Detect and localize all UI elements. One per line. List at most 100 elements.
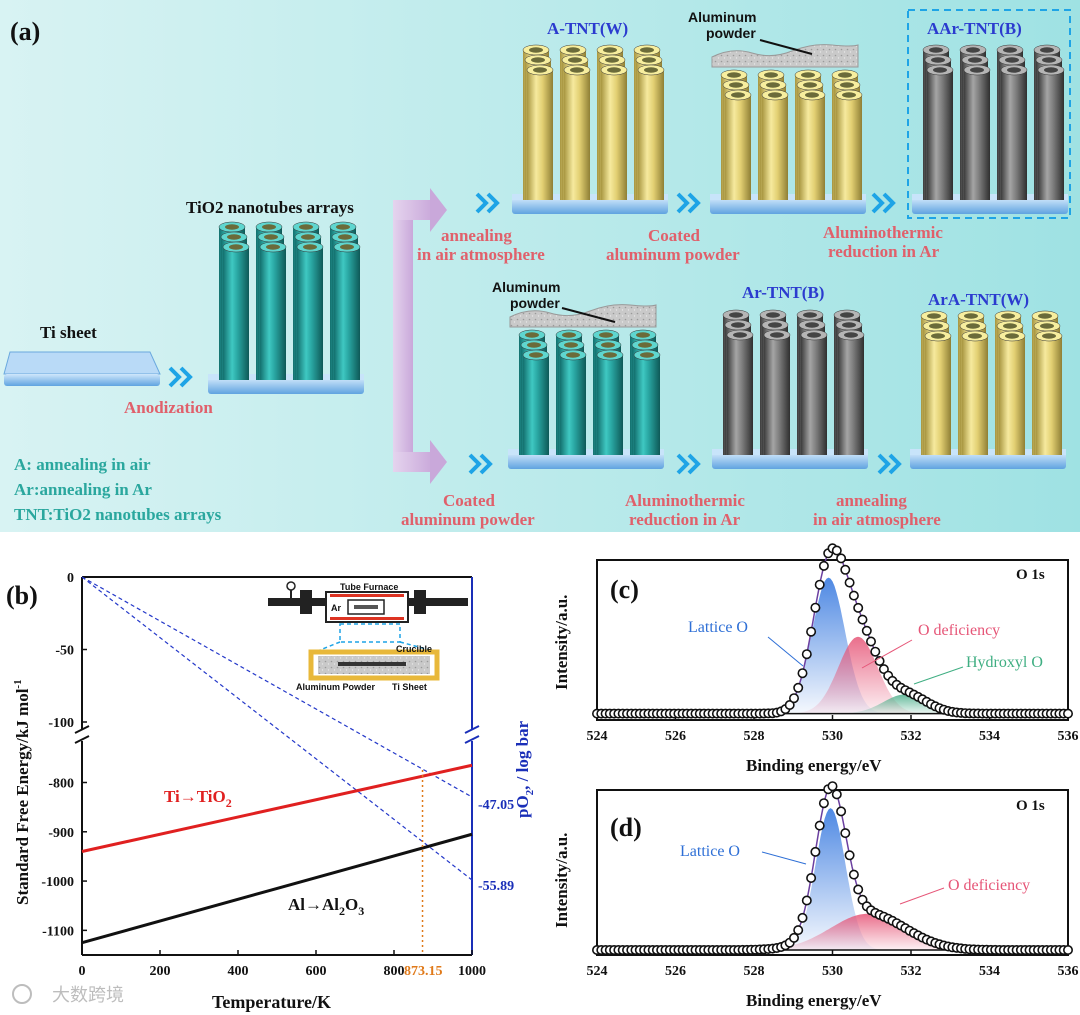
data-point [1063,944,1074,955]
peak-fill-lattice-o [597,577,1068,714]
nanotube-hole [264,234,278,240]
substrate [912,198,1068,214]
nanotube-hole [766,82,780,88]
nanotube-hole [636,332,650,338]
b-x-tick-label: 200 [150,964,171,979]
b-y-tick-label: -800 [48,777,74,792]
nanotube-hole [1042,57,1056,63]
nanotube-hole [1007,67,1021,73]
data-point [861,625,872,636]
ti-oxidation-label: Ti→TiO2 [164,787,232,810]
step-anodization: Anodization [124,398,213,417]
nanotube-hole [964,313,978,319]
chevron-icon-anodization [168,366,193,388]
tio2-arrays-label: TiO2 nanotubes arrays [186,198,354,217]
data-point [848,869,859,880]
nanotube-hole [564,342,578,348]
nanotube-body [334,247,360,380]
nanotube-hole [566,352,580,358]
nanotube-hole [533,67,547,73]
nanotube [296,241,324,380]
po2-value-top: -47.05 [478,798,514,813]
nanotube-hole [525,332,539,338]
nanotube-hole [570,67,584,73]
data-point [788,693,799,704]
furnace-inset [268,581,468,681]
nanotube-hole [842,322,856,328]
xps-x-tick-label: 534 [979,729,1000,744]
nanotube [596,349,624,455]
nanotube-hole [644,67,658,73]
nanotube [837,329,865,455]
nanotube-body [597,355,623,455]
panel-d-tag: O 1s [1016,798,1045,814]
coated-yellow-nanotube-group [710,44,866,214]
powder-pointer-top [759,39,813,55]
data-point [836,806,847,817]
b-y2label: pO2, / log bar [513,720,536,818]
data-point [844,577,855,588]
nanotube-hole [529,352,543,358]
data-point [836,553,847,564]
nanotube [222,241,250,380]
xps-x-tick-label: 526 [665,964,686,979]
inset-powder-label: Aluminum Powder [296,682,376,692]
chevron-icon-top-1 [475,192,500,214]
b-x-tick-label: 400 [228,964,249,979]
inset-sheet-label: Ti Sheet [392,682,427,692]
peak-c-lattice: Lattice O [688,619,748,636]
step-top-1-line2: in air atmosphere [417,245,545,264]
b-y-tick-label: 0 [67,571,74,586]
nanotube-hole [568,57,582,63]
nanotube-hole [807,332,821,338]
xps-x-tick-label: 530 [822,964,843,979]
substrate [710,198,866,214]
ti-sheet-label: Ti sheet [40,323,97,342]
step-top-3-line1: Aluminothermic [823,223,943,242]
nanotube-hole [1005,333,1019,339]
nanotube-hole [529,47,543,53]
nanotube-hole [840,82,854,88]
watermark-text: 大数跨境 [52,985,124,1005]
data-point [784,699,795,710]
peak-fill-lattice-o [597,808,1068,951]
nanotube-body [297,247,323,380]
nanotube [1035,330,1063,455]
po2-line-1 [81,576,473,798]
nanotube-hole [601,342,615,348]
substrate [712,453,868,469]
data-point [806,626,817,637]
po2-line-2 [81,576,473,881]
nanotube-body [925,336,951,455]
xps-x-tick-label: 536 [1058,964,1079,979]
legend-line-3: TNT:TiO2 nanotubes arrays [14,505,222,524]
xps-x-tick-label: 534 [979,964,1000,979]
panel-a-label: (a) [10,17,40,46]
nanotube [800,329,828,455]
nanotube [259,241,287,380]
data-point [810,602,821,613]
nanotube [761,89,789,200]
xps-x-tick-label: 532 [901,964,922,979]
b-y-tick-label: -1000 [41,875,74,890]
ara-tnt-w-nanotube-group [910,310,1066,469]
xps-x-tick-label: 528 [744,964,765,979]
b-x-tick-label: 600 [306,964,327,979]
aluminum-powder-layer [509,304,657,328]
nanotube-body [1001,70,1027,200]
nanotube [963,64,991,200]
nanotube-hole [638,342,652,348]
data-point [827,781,838,792]
nanotube-hole [566,47,580,53]
watermark-logo-icon [12,984,32,1004]
step-top-2-line1: Coated [648,226,700,245]
nanotube-hole [599,332,613,338]
nanotube-body [634,355,660,455]
nanotube-body [1038,70,1064,200]
branch-arrow [393,188,447,484]
aar-tnt-b-highlight-box [907,9,1071,219]
data-point [831,789,842,800]
nanotube-hole [801,72,815,78]
b-x-tick-label: 800 [384,964,405,979]
